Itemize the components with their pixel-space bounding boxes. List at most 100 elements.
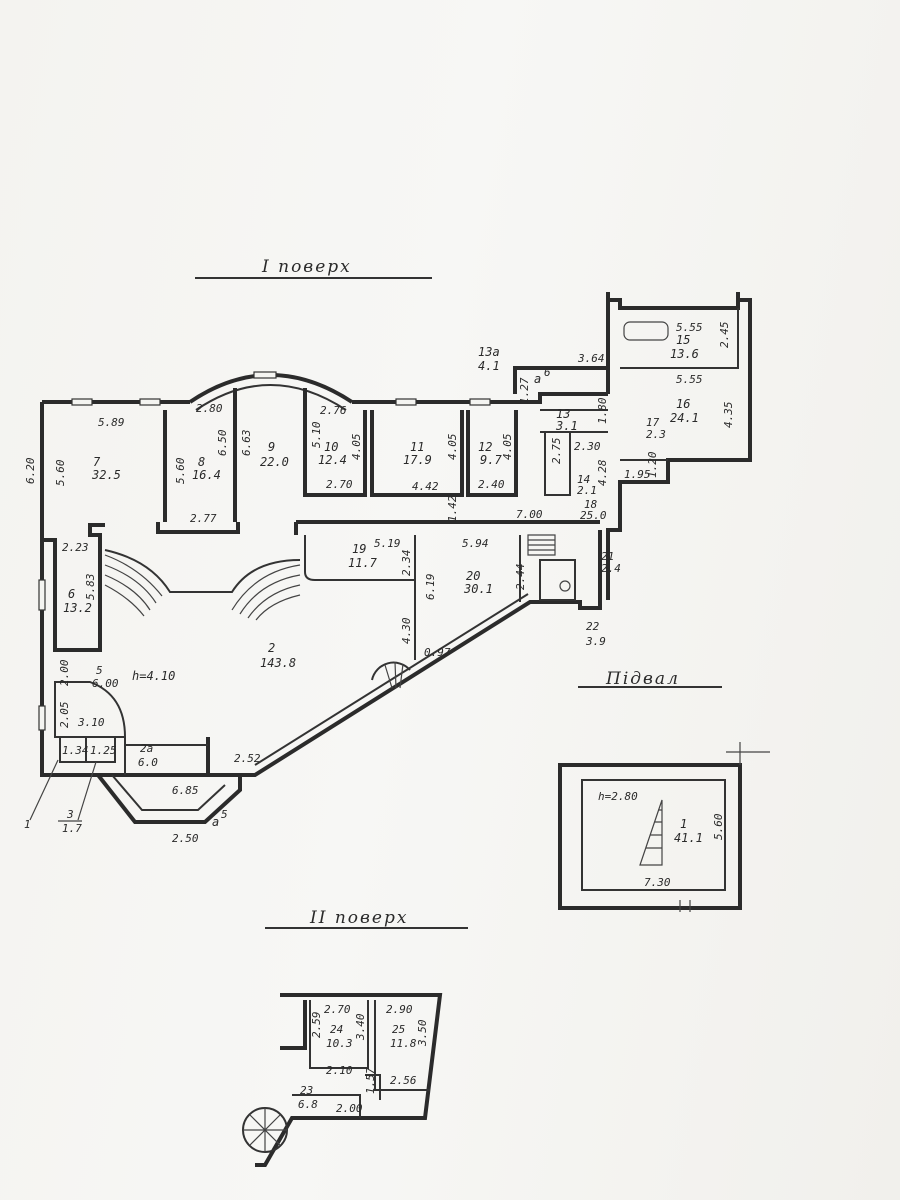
dim: 2.05 [58, 702, 71, 729]
room-15-area: 13.6 [670, 347, 699, 361]
room-2-area: 143.8 [260, 656, 296, 670]
dim: 6.20 [24, 457, 37, 484]
floor2-left [280, 1000, 307, 1050]
stair-right [231, 564, 301, 621]
window [253, 371, 277, 379]
dim: 4.05 [446, 434, 459, 461]
stair-left [104, 554, 163, 617]
dim: 5.94 [462, 537, 489, 550]
room-5-area: 6.00 [92, 677, 119, 690]
dim: 1.34 [62, 744, 89, 757]
dim: 3.10 [77, 716, 105, 729]
room-11-number: 11 [410, 440, 424, 454]
basement-plan [558, 742, 770, 912]
marker-a5-sup: 5 [221, 808, 228, 821]
dim: 2.76 [320, 404, 347, 417]
second-floor-plan [242, 993, 443, 1167]
room-3-number: 3 [66, 808, 74, 821]
wall-13a-top [513, 366, 608, 394]
partition-2a [124, 737, 208, 775]
room-10-area: 12.4 [318, 453, 347, 467]
bathtub [623, 321, 669, 341]
partition-3-4 [59, 737, 116, 763]
dim: 2.90 [386, 1003, 413, 1016]
floor2-partition-24 [309, 1000, 369, 1069]
title-floor-1: I поверх [261, 257, 352, 277]
dim: 2.40 [478, 478, 505, 491]
partition-10-11 [370, 410, 464, 497]
title-floor-2: II поверх [309, 908, 408, 928]
stair-landing [104, 549, 301, 593]
partition-20 [414, 535, 521, 660]
room-25-area: 11.8 [390, 1037, 417, 1050]
dim: 5.83 [84, 574, 97, 601]
marker-a6-sup: 6 [544, 366, 551, 379]
basement-stair [639, 799, 663, 866]
room-2a-area: 6.0 [138, 756, 158, 769]
room-13a-area: 4.1 [478, 359, 500, 373]
dim: 1.57 [364, 1067, 377, 1094]
room-13a-number: 13a [478, 345, 500, 359]
partition-9-10 [303, 388, 367, 497]
wc-fixture [559, 580, 571, 592]
room-3-leader [29, 759, 97, 821]
room-19-area: 11.7 [348, 556, 378, 570]
room-7-number: 7 [93, 455, 101, 469]
room-24-area: 10.3 [326, 1037, 353, 1050]
window [469, 398, 491, 406]
basement-inner [581, 779, 726, 891]
room-19-number: 19 [352, 542, 366, 556]
window [71, 398, 93, 406]
dim: 2.23 [62, 541, 89, 554]
floor2-partition-23 [292, 1074, 381, 1118]
dim: 1.95 [624, 468, 651, 481]
spiral-stair-floor2 [242, 1107, 288, 1153]
bay-a5 [96, 773, 242, 824]
dim: 4.28 [596, 459, 609, 486]
dim: 4.05 [350, 434, 363, 461]
room-8-area: 16.4 [192, 468, 221, 482]
dim: 1.20 [646, 451, 659, 478]
dim: 2.44 [514, 564, 527, 591]
floor2-outer [255, 993, 443, 1167]
dim: 2.70 [324, 1003, 351, 1016]
partition-11-12 [466, 410, 518, 497]
dim: 5.60 [174, 457, 187, 484]
room-18-area: 25.0 [580, 509, 607, 522]
first-floor-plan [38, 292, 752, 824]
room-12-area: 9.7 [480, 453, 502, 467]
dim: 5.19 [374, 537, 401, 550]
room-23-area: 6.8 [298, 1098, 318, 1111]
room-17-number: 17 [646, 416, 660, 429]
diagonal-wall-inner [254, 593, 529, 766]
curved-wall [188, 373, 354, 404]
floor2-partition-25 [374, 1000, 430, 1091]
dim: 2.77 [190, 512, 217, 525]
room-22-number: 22 [586, 620, 600, 633]
room-24-number: 24 [330, 1023, 343, 1036]
partition-15-16 [620, 308, 739, 369]
room-21-area: 2.4 [601, 562, 621, 575]
room-20-number: 20 [466, 569, 480, 583]
room-1-area: 41.1 [674, 831, 703, 845]
wc-21 [539, 559, 576, 601]
room-17-area: 2.3 [646, 428, 666, 441]
dim: 2.00 [336, 1102, 363, 1115]
room-2-number: 2 [268, 641, 275, 655]
dimension-labels: 5.89 2.80 2.76 3.64 1.27 5.55 5.55 2.45 … [24, 321, 735, 1115]
leader-tick-label: 1 [24, 818, 31, 831]
partition-13 [540, 409, 608, 433]
basement-outer [558, 763, 742, 910]
room-1-number: 1 [680, 817, 687, 831]
room-3-area: 1.7 [62, 822, 82, 835]
dim: 6.63 [240, 430, 253, 457]
dim: 7.30 [644, 876, 671, 889]
dim: 2.30 [574, 440, 601, 453]
window [395, 398, 417, 406]
dim: 1.42 [446, 495, 459, 522]
dim: 5.10 [310, 421, 323, 448]
dim: 2.50 [172, 832, 199, 845]
bay-a5-inner [111, 774, 226, 811]
dim: 2.56 [390, 1074, 417, 1087]
